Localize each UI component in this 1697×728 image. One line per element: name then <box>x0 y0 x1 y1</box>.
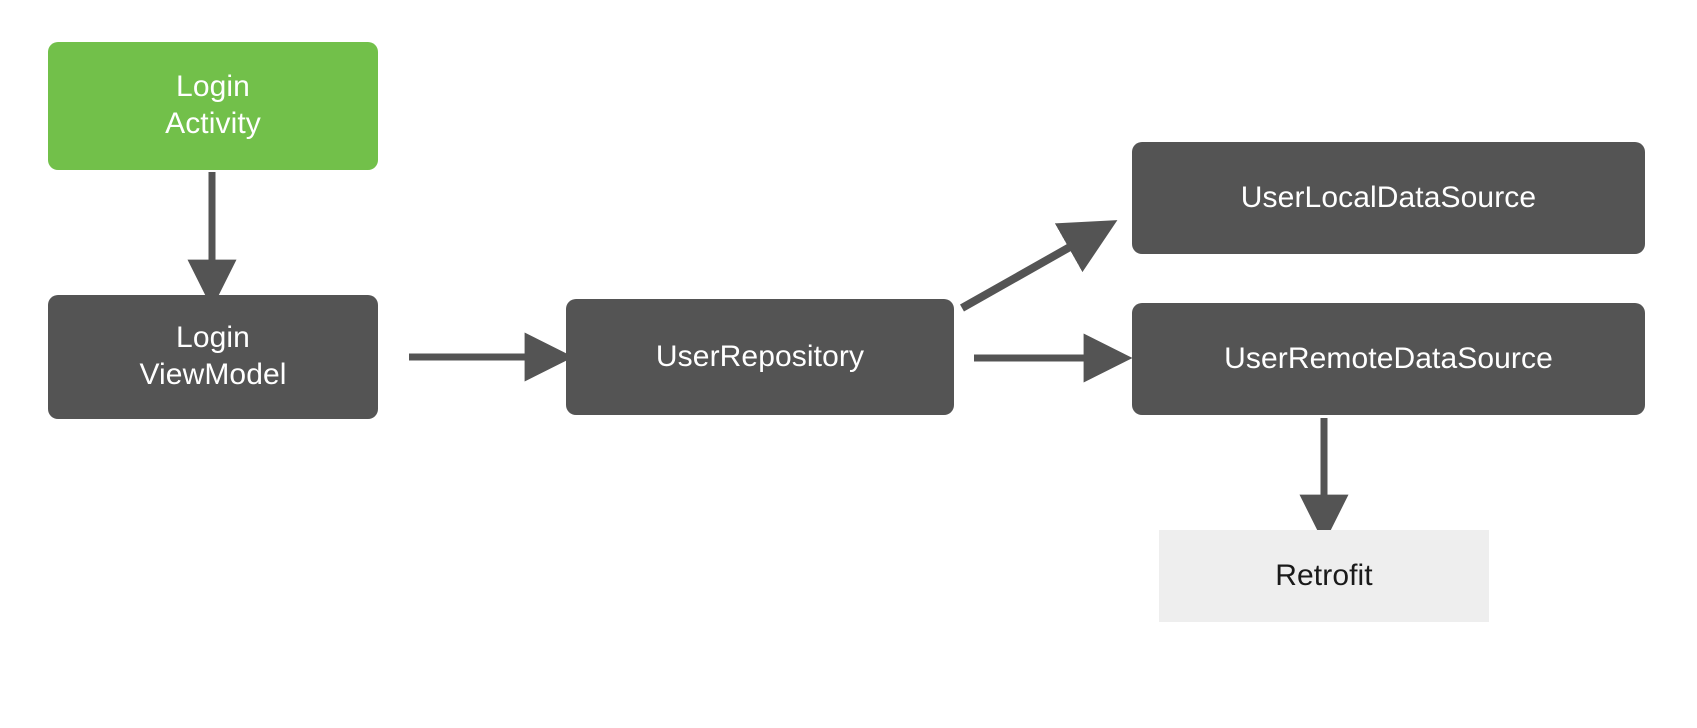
node-login-activity-label: Login Activity <box>165 70 261 140</box>
node-user-local-datasource-label: UserLocalDataSource <box>1240 180 1537 214</box>
node-user-remote-datasource[interactable]: UserRemoteDataSource <box>1132 303 1645 415</box>
node-retrofit[interactable]: Retrofit <box>1159 530 1489 622</box>
edge-repository-to-local <box>960 220 1118 312</box>
node-login-activity[interactable]: Login Activity <box>48 42 378 170</box>
node-user-local-datasource[interactable]: UserLocalDataSource <box>1132 142 1645 254</box>
node-user-remote-datasource-label: UserRemoteDataSource <box>1224 341 1553 375</box>
node-login-viewmodel[interactable]: Login ViewModel <box>48 295 378 419</box>
node-user-repository[interactable]: UserRepository <box>566 299 954 415</box>
node-login-viewmodel-label: Login ViewModel <box>139 321 287 391</box>
node-user-repository-label: UserRepository <box>655 339 865 373</box>
node-retrofit-label: Retrofit <box>1275 558 1373 592</box>
